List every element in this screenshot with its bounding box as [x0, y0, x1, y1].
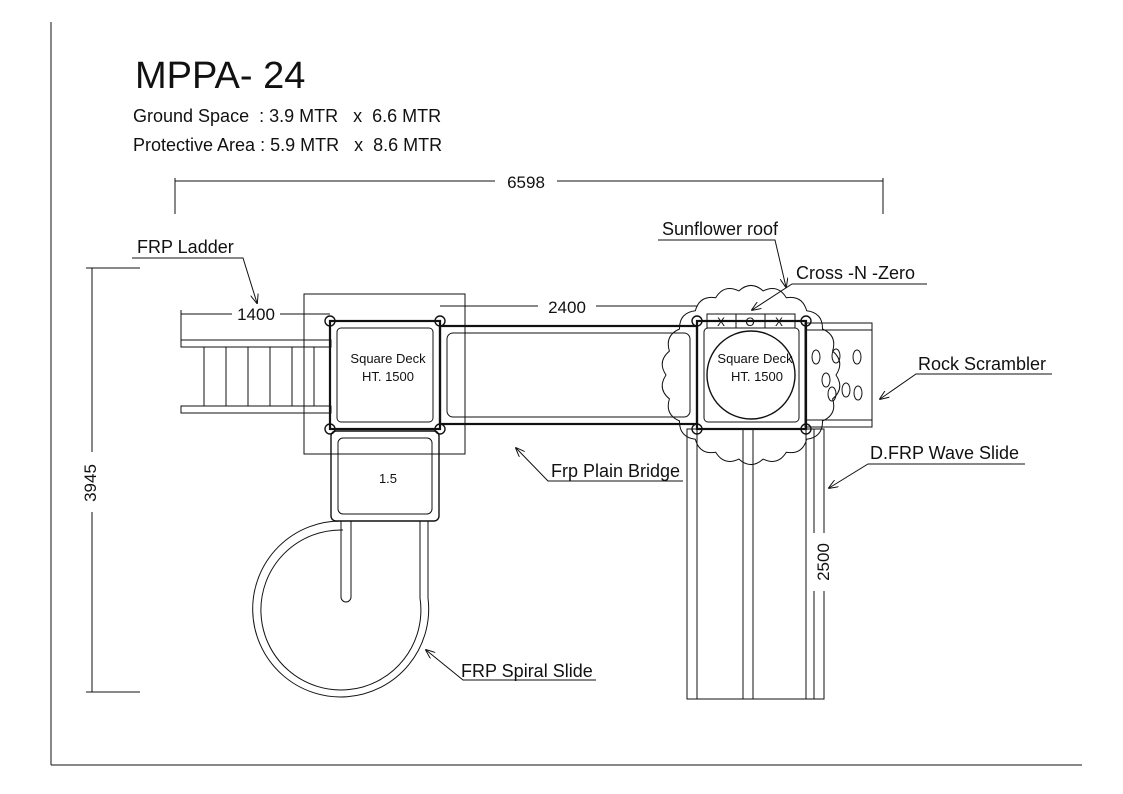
- sunflower-roof-leader: [658, 239, 786, 287]
- bridge-length-dimension: 2400: [440, 297, 697, 317]
- rock-scrambler-label: Rock Scrambler: [918, 354, 1046, 374]
- overall-width-dimension: 6598: [174, 172, 884, 214]
- ladder-width-dimension: 1400: [180, 305, 330, 340]
- ground-space-spec: Ground Space : 3.9 MTR x 6.6 MTR: [133, 106, 441, 126]
- drawing-title: MPPA- 24: [135, 55, 305, 97]
- right-square-deck: Square Deck HT. 1500: [691, 315, 812, 435]
- frp-spiral-slide: [252, 520, 430, 698]
- rock-scrambler-leader: [880, 373, 1052, 399]
- plain-bridge-leader: [516, 448, 683, 482]
- frp-ladder-leader: [132, 257, 257, 303]
- overall-height-value: 3945: [81, 464, 100, 502]
- d-frp-wave-slide-label: D.FRP Wave Slide: [870, 443, 1019, 463]
- protective-area-spec: Protective Area : 5.9 MTR x 8.6 MTR: [133, 135, 442, 155]
- d-frp-wave-slide: [686, 428, 825, 700]
- overall-width-value: 6598: [507, 173, 545, 192]
- step-platform-label: 1.5: [379, 471, 397, 486]
- bridge-length-value: 2400: [548, 298, 586, 317]
- right-deck-height: HT. 1500: [731, 369, 783, 384]
- xo-cell-3: X: [775, 315, 783, 329]
- wave-slide-leader: [829, 463, 1025, 488]
- frp-spiral-slide-label: FRP Spiral Slide: [461, 661, 593, 681]
- xo-cell-2: O: [745, 315, 754, 329]
- rock-scrambler: [804, 322, 873, 428]
- wave-slide-length-dimension: 2500: [812, 432, 834, 697]
- frp-plain-bridge-label: Frp Plain Bridge: [551, 461, 680, 481]
- sunflower-roof: [661, 284, 841, 466]
- frp-ladder: [180, 339, 332, 414]
- frp-ladder-label: FRP Ladder: [137, 237, 234, 257]
- cross-n-zero-label: Cross -N -Zero: [796, 263, 915, 283]
- wave-slide-length-value: 2500: [814, 543, 833, 581]
- left-deck-height: HT. 1500: [362, 369, 414, 384]
- xo-cell-1: X: [717, 315, 725, 329]
- left-deck-name: Square Deck: [350, 351, 426, 366]
- frp-plain-bridge: [438, 324, 699, 426]
- step-platform: 1.5: [330, 430, 440, 522]
- overall-height-dimension: 3945: [80, 267, 140, 693]
- spiral-slide-leader: [426, 650, 596, 681]
- cross-n-zero-panel: X O X: [706, 313, 796, 329]
- right-deck-name: Square Deck: [717, 351, 793, 366]
- ladder-width-value: 1400: [237, 305, 275, 324]
- sheet-frame: [50, 22, 1082, 766]
- sunflower-roof-label: Sunflower roof: [662, 219, 779, 239]
- cross-n-zero-leader: [752, 283, 927, 310]
